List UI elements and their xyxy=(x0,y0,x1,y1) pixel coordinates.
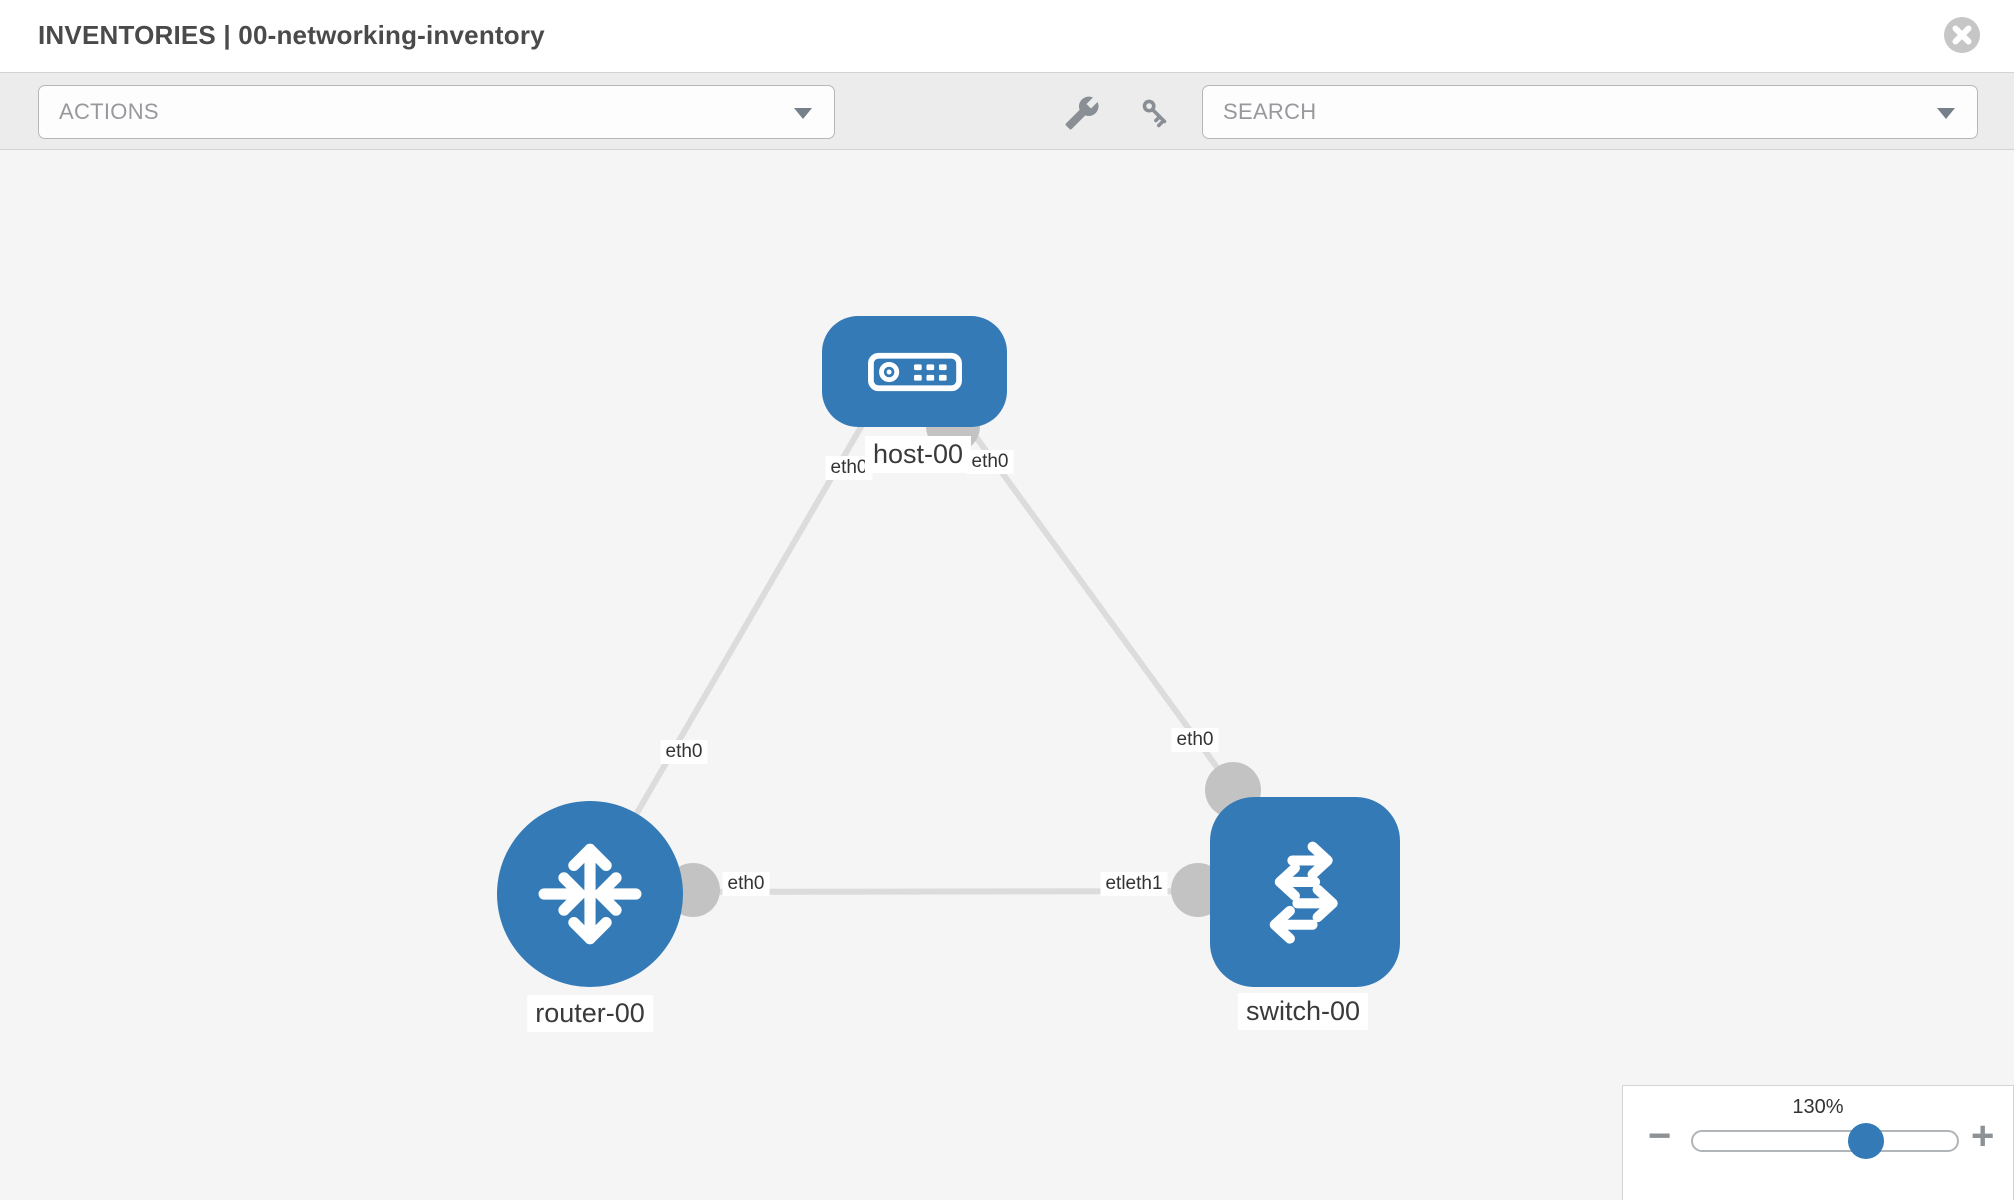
zoom-value: 130% xyxy=(1792,1096,1844,1118)
wrench-button[interactable] xyxy=(1064,95,1100,131)
interface-label: eth0 xyxy=(722,872,770,896)
search-dropdown[interactable]: SEARCH xyxy=(1202,85,1978,139)
toolbar: ACTIONS SEARCH xyxy=(0,72,2014,150)
chevron-down-icon xyxy=(794,108,812,119)
key-button[interactable] xyxy=(1138,95,1174,131)
chevron-down-icon xyxy=(1937,108,1955,119)
zoom-slider[interactable] xyxy=(1691,1123,1959,1159)
link-lines xyxy=(587,418,1306,896)
page-title: INVENTORIES | 00-networking-inventory xyxy=(38,20,545,50)
node-switch-00[interactable] xyxy=(1210,797,1400,987)
interface-label: eth0 xyxy=(825,456,873,480)
zoom-panel: 130% − + xyxy=(1622,1085,2014,1200)
interface-label: etleth1 xyxy=(1100,872,1168,896)
node-host-00[interactable] xyxy=(822,316,1007,427)
node-label-switch-00: switch-00 xyxy=(1237,993,1369,1030)
topology-links-layer xyxy=(587,399,1306,917)
zoom-in-button[interactable]: + xyxy=(1971,1114,1995,1158)
node-label-host-00: host-00 xyxy=(864,436,972,473)
close-icon xyxy=(1944,17,1980,53)
close-button[interactable] xyxy=(1943,16,1981,54)
router-icon xyxy=(538,843,642,945)
actions-dropdown[interactable]: ACTIONS xyxy=(38,85,835,139)
actions-dropdown-label: ACTIONS xyxy=(59,99,159,124)
wrench-icon xyxy=(1065,96,1099,130)
topology-canvas[interactable]: eth0 eth0 eth0 eth0 eth0 etleth1 host-00… xyxy=(0,150,2014,1200)
search-dropdown-label: SEARCH xyxy=(1223,99,1317,124)
host-icon xyxy=(867,352,962,391)
zoom-slider-handle[interactable] xyxy=(1848,1123,1884,1159)
node-router-00[interactable] xyxy=(497,801,683,987)
interface-label: eth0 xyxy=(966,450,1014,474)
interface-label: eth0 xyxy=(660,740,708,764)
node-label-router-00: router-00 xyxy=(527,995,653,1032)
interface-label: eth0 xyxy=(1171,728,1219,752)
switch-icon xyxy=(1269,841,1338,944)
port-circles xyxy=(666,399,1261,917)
page-header: INVENTORIES | 00-networking-inventory xyxy=(0,0,2014,72)
key-icon xyxy=(1142,99,1167,128)
zoom-out-button[interactable]: − xyxy=(1648,1114,1672,1158)
